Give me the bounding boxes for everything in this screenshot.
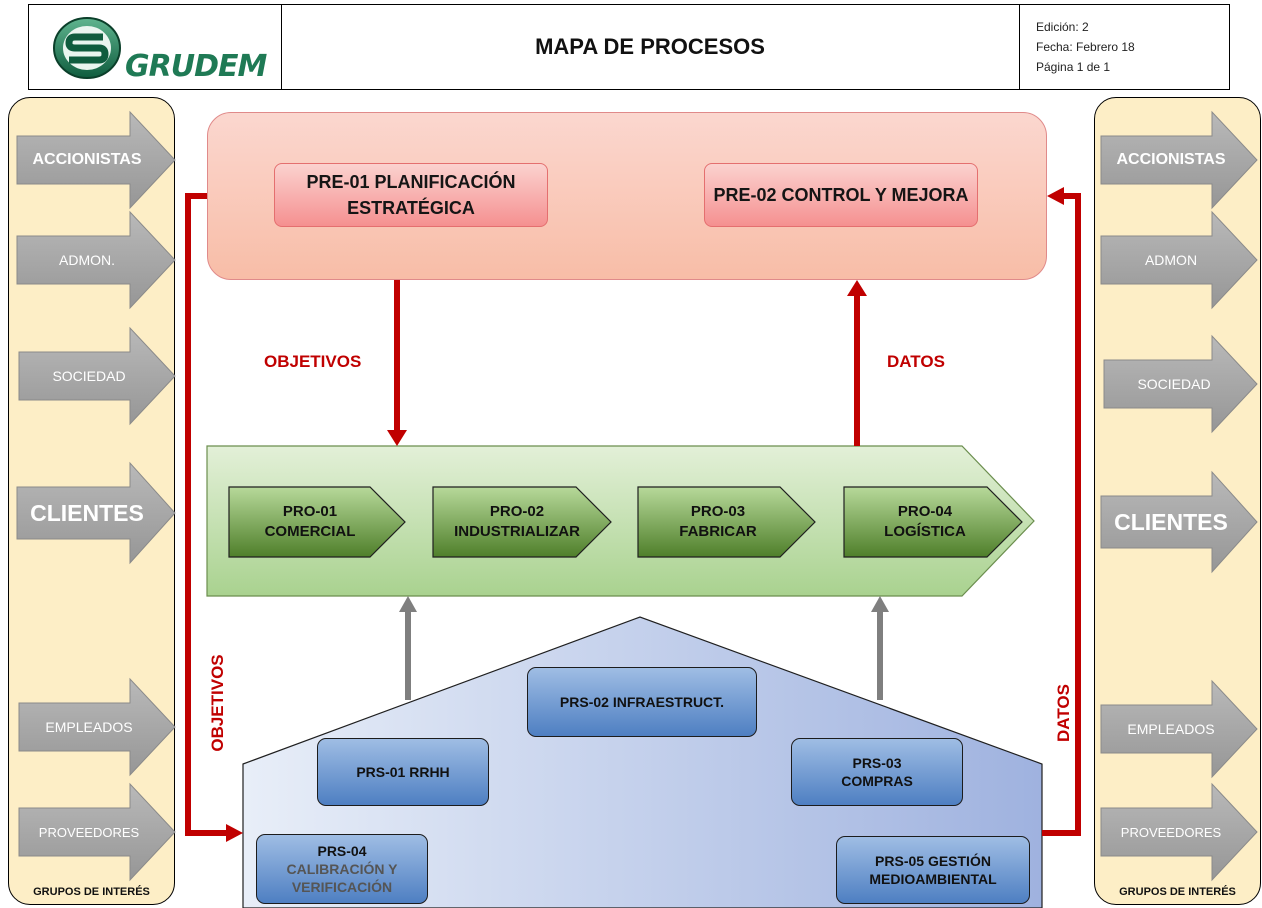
prs-01-rrhh-box: PRS-01 RRHH: [317, 738, 489, 806]
pre-01-planificacion-box: PRE-01 PLANIFICACIÓN ESTRATÉGICA: [274, 163, 548, 227]
prs-04-name: CALIBRACIÓN Y VERIFICACIÓN: [286, 861, 398, 895]
datos-vertical-label: DATOS: [1054, 684, 1073, 742]
stakeholder-left-clientes: CLIENTES: [30, 499, 144, 526]
stakeholder-right-clientes: CLIENTES: [1114, 508, 1228, 535]
pro-02-name: INDUSTRIALIZAR: [454, 523, 580, 540]
left-arrow-sociedad: [18, 326, 176, 426]
stakeholder-right-sociedad: SOCIEDAD: [1137, 376, 1211, 392]
left-arrow-empleados: [18, 677, 176, 777]
page-title: MAPA DE PROCESOS: [535, 34, 765, 59]
right-arrow-clientes: [1100, 470, 1258, 574]
pro-03-label: PRO-03 FABRICAR: [643, 502, 793, 542]
stakeholder-right-proveedores: PROVEEDORES: [1120, 824, 1222, 840]
right-arrow-accionistas: [1100, 110, 1258, 210]
left-arrow-accionistas: [16, 110, 176, 210]
support-up-left-arrowhead: [399, 596, 417, 612]
datos-up-arrowhead: [847, 280, 867, 296]
document-meta: Edición: 2 Fecha: Febrero 18 Página 1 de…: [1019, 5, 1230, 89]
stakeholder-right-empleados: EMPLEADOS: [1127, 721, 1215, 737]
objetivos-label: OBJETIVOS: [264, 352, 362, 371]
datos-loop-arrowhead: [1047, 187, 1064, 205]
stakeholder-left-admon: ADMON.: [59, 252, 115, 268]
right-arrow-sociedad: [1103, 334, 1258, 434]
prs-03-code: PRS-03: [852, 755, 902, 771]
stakeholder-left-sociedad: SOCIEDAD: [52, 368, 126, 384]
edition-text: Edición: 2: [1036, 20, 1089, 34]
objetivos-loop-line: [185, 193, 228, 836]
left-arrow-proveedores: [18, 782, 176, 882]
objetivos-down-arrowhead: [387, 430, 407, 446]
left-arrow-clientes: [16, 461, 176, 565]
logo-text: GRUDEM: [125, 49, 267, 84]
objetivos-vertical-label: OBJETIVOS: [208, 654, 227, 752]
pre-02-control-box: PRE-02 CONTROL Y MEJORA: [704, 163, 978, 227]
pro-03-chevron: [637, 486, 816, 558]
grudem-logo-icon: [53, 17, 121, 79]
prs-04-code: PRS-04: [317, 843, 367, 859]
right-arrow-proveedores: [1100, 782, 1258, 882]
stakeholders-right-footer: GRUPOS DE INTERÉS: [1119, 886, 1236, 898]
pro-04-code: PRO-04: [897, 503, 953, 520]
stakeholder-right-admon: ADMON: [1144, 252, 1198, 268]
pro-03-code: PRO-03: [690, 503, 746, 520]
pro-01-name: COMERCIAL: [264, 523, 356, 540]
pro-04-label: PRO-04 LOGÍSTICA: [850, 502, 1000, 542]
prs-04-calibracion-box: PRS-04 CALIBRACIÓN Y VERIFICACIÓN: [256, 834, 428, 904]
pro-01-chevron: [228, 486, 406, 558]
pro-04-name: LOGÍSTICA: [884, 523, 966, 540]
pro-01-label: PRO-01 COMERCIAL: [235, 502, 385, 542]
stakeholder-left-empleados: EMPLEADOS: [45, 719, 133, 735]
datos-loop-line: [1042, 193, 1081, 836]
pro-01-code: PRO-01: [282, 503, 338, 520]
pro-02-chevron: [432, 486, 612, 558]
operational-processes-chevron: [206, 445, 1035, 597]
objetivos-loop-arrowhead: [226, 824, 243, 842]
document-header: GRUDEM MAPA DE PROCESOS Edición: 2 Fecha…: [28, 4, 1230, 90]
prs-05-gestion-medioambiental-box: PRS-05 GESTIÓN MEDIOAMBIENTAL: [836, 836, 1030, 904]
stakeholder-right-accionistas: ACCIONISTAS: [1116, 151, 1226, 168]
pro-02-code: PRO-02: [489, 503, 545, 520]
date-text: Fecha: Febrero 18: [1036, 40, 1135, 54]
datos-label: DATOS: [887, 352, 945, 371]
logo-cell: GRUDEM: [29, 5, 282, 89]
page-number-text: Página 1 de 1: [1036, 60, 1111, 74]
left-arrow-admon: [16, 210, 176, 310]
support-up-right-arrowhead: [871, 596, 889, 612]
pro-04-chevron: [843, 486, 1023, 558]
stakeholders-left-footer: GRUPOS DE INTERÉS: [33, 886, 150, 898]
right-arrow-empleados: [1100, 679, 1258, 779]
stakeholder-left-accionistas: ACCIONISTAS: [32, 151, 142, 168]
prs-02-infraestructura-box: PRS-02 INFRAESTRUCT.: [527, 667, 757, 737]
pro-03-name: FABRICAR: [679, 523, 757, 540]
pro-02-label: PRO-02 INDUSTRIALIZAR: [437, 502, 597, 542]
prs-03-name: COMPRAS: [841, 773, 913, 789]
prs-03-compras-box: PRS-03 COMPRAS: [791, 738, 963, 806]
right-arrow-admon: [1100, 210, 1258, 310]
stakeholder-left-proveedores: PROVEEDORES: [38, 824, 140, 840]
